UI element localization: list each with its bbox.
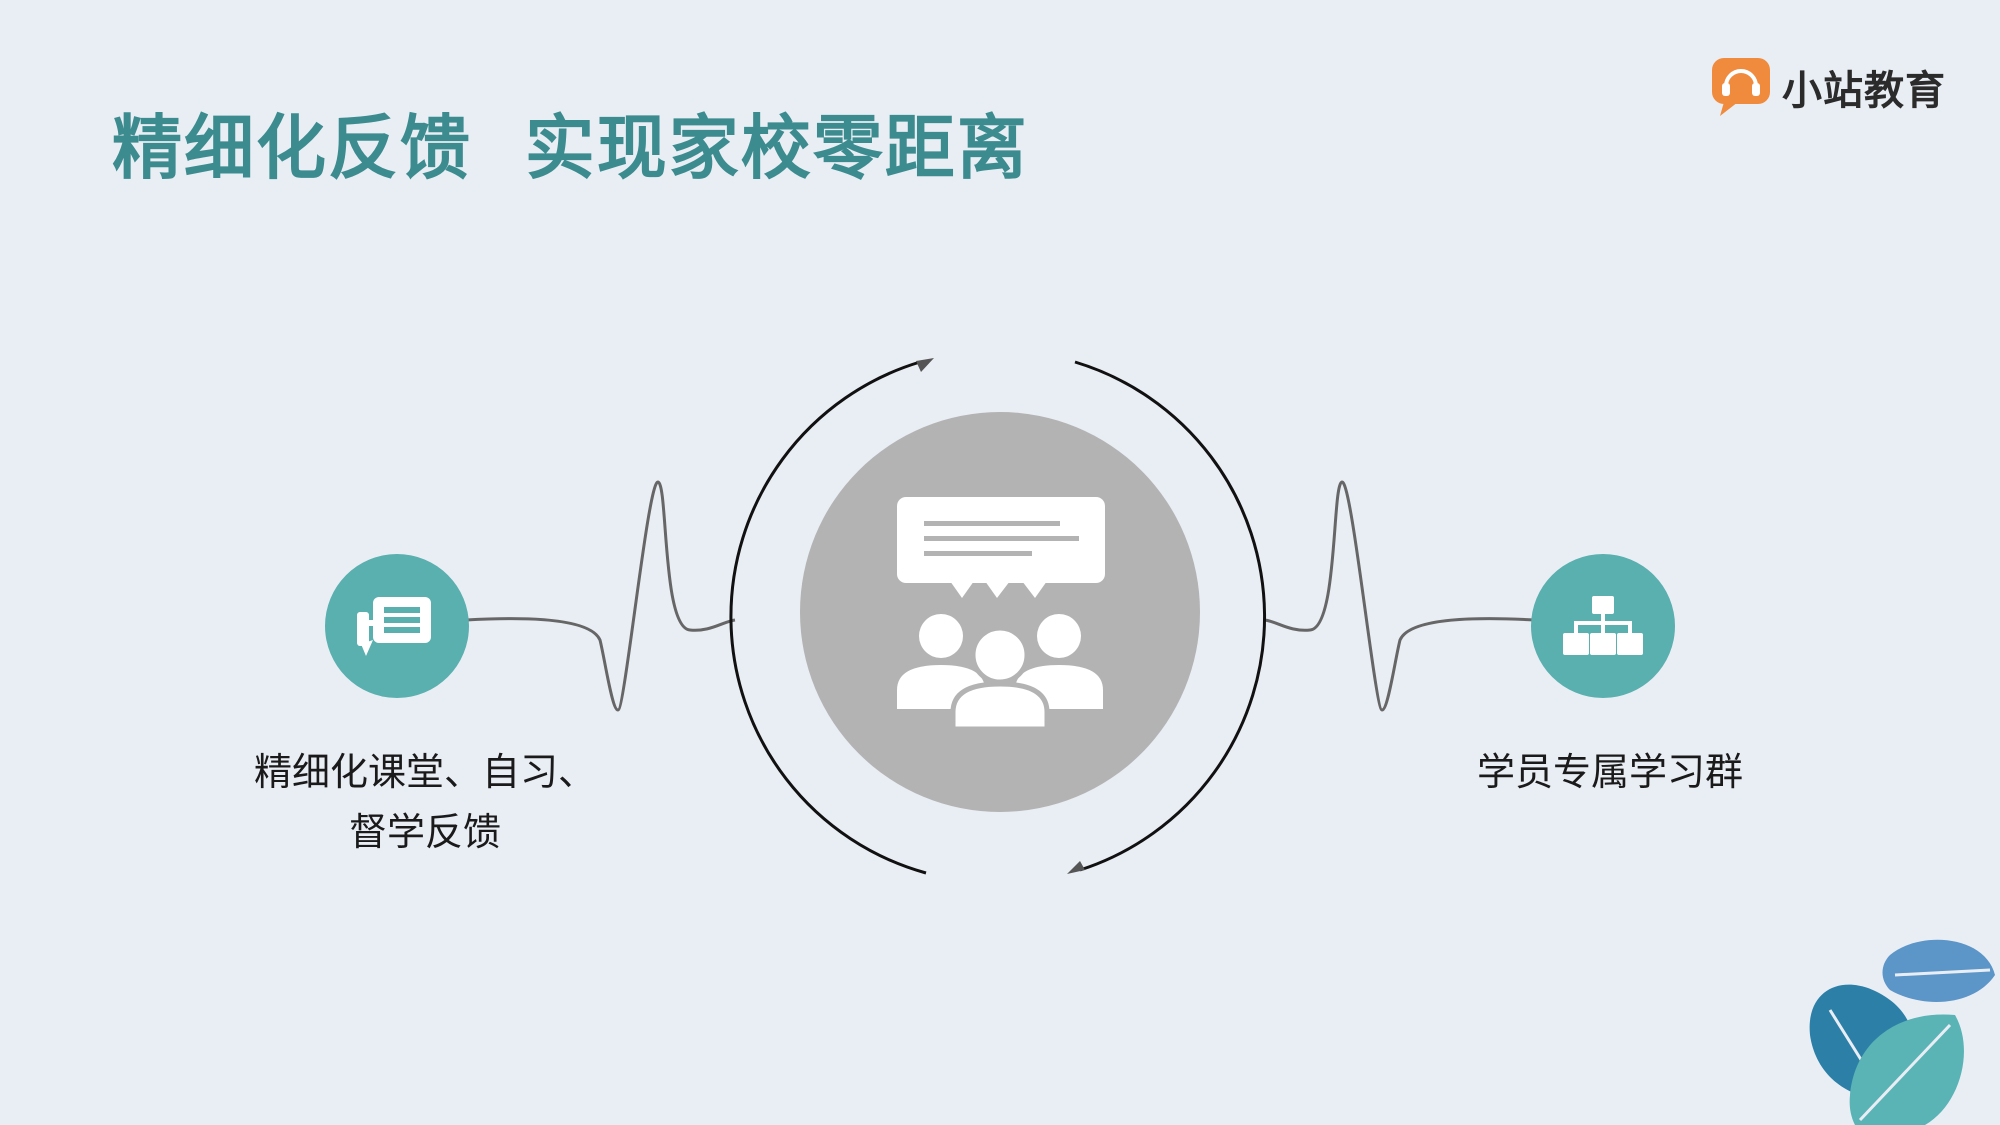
heartbeat-line-left <box>465 480 736 712</box>
headset-chat-icon <box>1712 58 1770 116</box>
left-node-label-line1: 精细化课堂、自习、 <box>253 750 596 794</box>
center-circle <box>800 412 1200 812</box>
left-node-label-line2: 督学反馈 <box>348 810 501 854</box>
right-node-label: 学员专属学习群 <box>1476 750 1743 794</box>
brand-name: 小站教育 <box>1782 68 1946 114</box>
org-hierarchy-icon <box>1563 596 1643 655</box>
arrow-head-bottom <box>1067 861 1085 874</box>
cycle-arc-left <box>729 360 927 875</box>
group-chat-icon <box>897 497 1105 732</box>
leaf-decoration <box>1809 939 1995 1125</box>
feedback-list-icon <box>357 597 431 656</box>
page-title: 精细化反馈 实现家校零距离 <box>112 107 1029 189</box>
brand-logo: 小站教育 <box>1710 56 1946 118</box>
heartbeat-line-right <box>1264 480 1536 712</box>
left-node-label: 精细化课堂、自习、 督学反馈 <box>205 742 645 862</box>
arrow-head-top <box>916 358 934 372</box>
cycle-arc-right <box>1074 360 1267 872</box>
